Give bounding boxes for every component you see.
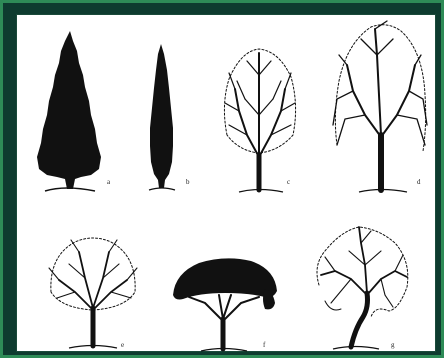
- tree-a-label: a: [107, 179, 110, 186]
- tree-d-weeping: [331, 15, 429, 195]
- tree-e-label: e: [121, 342, 124, 349]
- tree-e-round: [45, 228, 141, 350]
- tree-b-label: b: [186, 179, 190, 186]
- tree-f-label: f: [263, 342, 265, 349]
- tree-b-columnar: [145, 42, 179, 192]
- tree-g-label: g: [391, 342, 395, 349]
- tree-a-conifer: [35, 29, 105, 194]
- figure-panel: a b c: [16, 14, 436, 352]
- tree-d-label: d: [417, 179, 421, 186]
- tree-g-irregular: [311, 221, 413, 351]
- tree-f-umbrella: [169, 253, 283, 353]
- tree-c-oval-deciduous: [219, 45, 301, 195]
- tree-c-label: c: [287, 179, 290, 186]
